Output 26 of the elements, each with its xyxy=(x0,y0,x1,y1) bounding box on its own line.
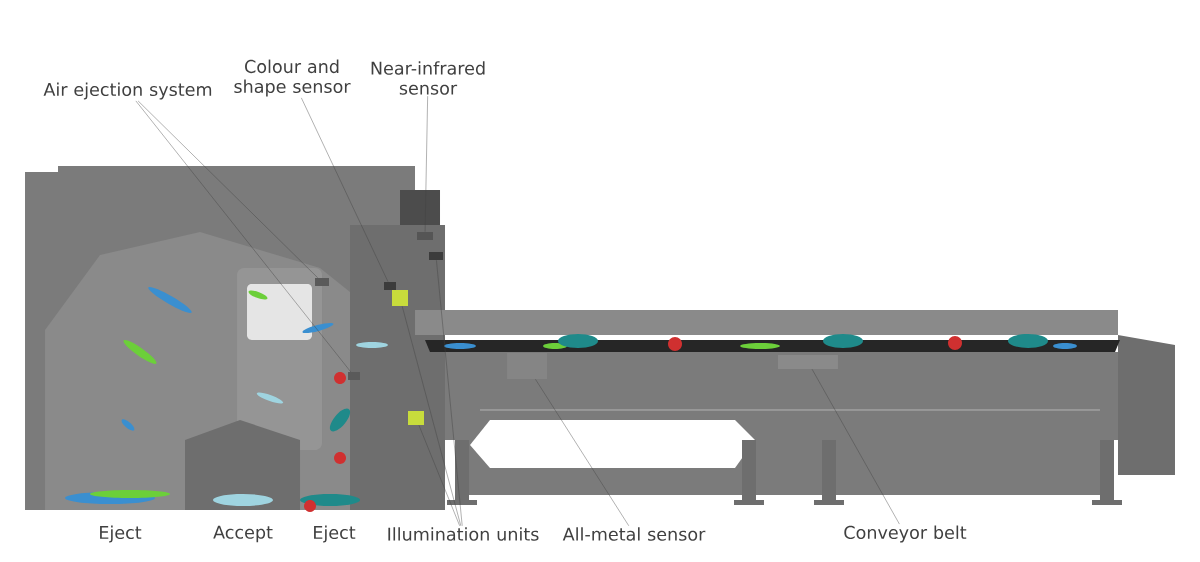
bin-label: Eject xyxy=(314,525,356,543)
callout-label: Air ejection system xyxy=(43,82,212,100)
leader-line xyxy=(424,95,428,232)
leader-line xyxy=(402,306,462,526)
callout-label: Illumination units xyxy=(388,527,539,541)
leader-line xyxy=(137,100,318,278)
sensor-housing xyxy=(384,282,396,290)
leader-line xyxy=(135,100,351,372)
illumination-unit xyxy=(392,290,408,306)
bin-label: Eject xyxy=(100,525,142,543)
leader-line xyxy=(301,97,389,282)
callout-label: Conveyor belt xyxy=(844,525,967,543)
callout-label: Near-infrared sensor xyxy=(371,61,485,95)
illumination-unit xyxy=(429,252,443,260)
leader-line xyxy=(418,425,460,526)
nozzle-block xyxy=(315,278,329,286)
sensor-housing xyxy=(507,353,547,379)
bin-label: Accept xyxy=(213,525,273,543)
nozzle-block xyxy=(348,372,360,380)
callout-label: Colour and shape sensor xyxy=(234,59,351,97)
frame-panel xyxy=(778,355,838,369)
sensor-housing xyxy=(417,232,433,240)
leader-line xyxy=(811,369,900,525)
leader-line xyxy=(436,260,463,526)
callout-label: All-metal sensor xyxy=(562,527,706,541)
leader-line xyxy=(535,379,629,526)
